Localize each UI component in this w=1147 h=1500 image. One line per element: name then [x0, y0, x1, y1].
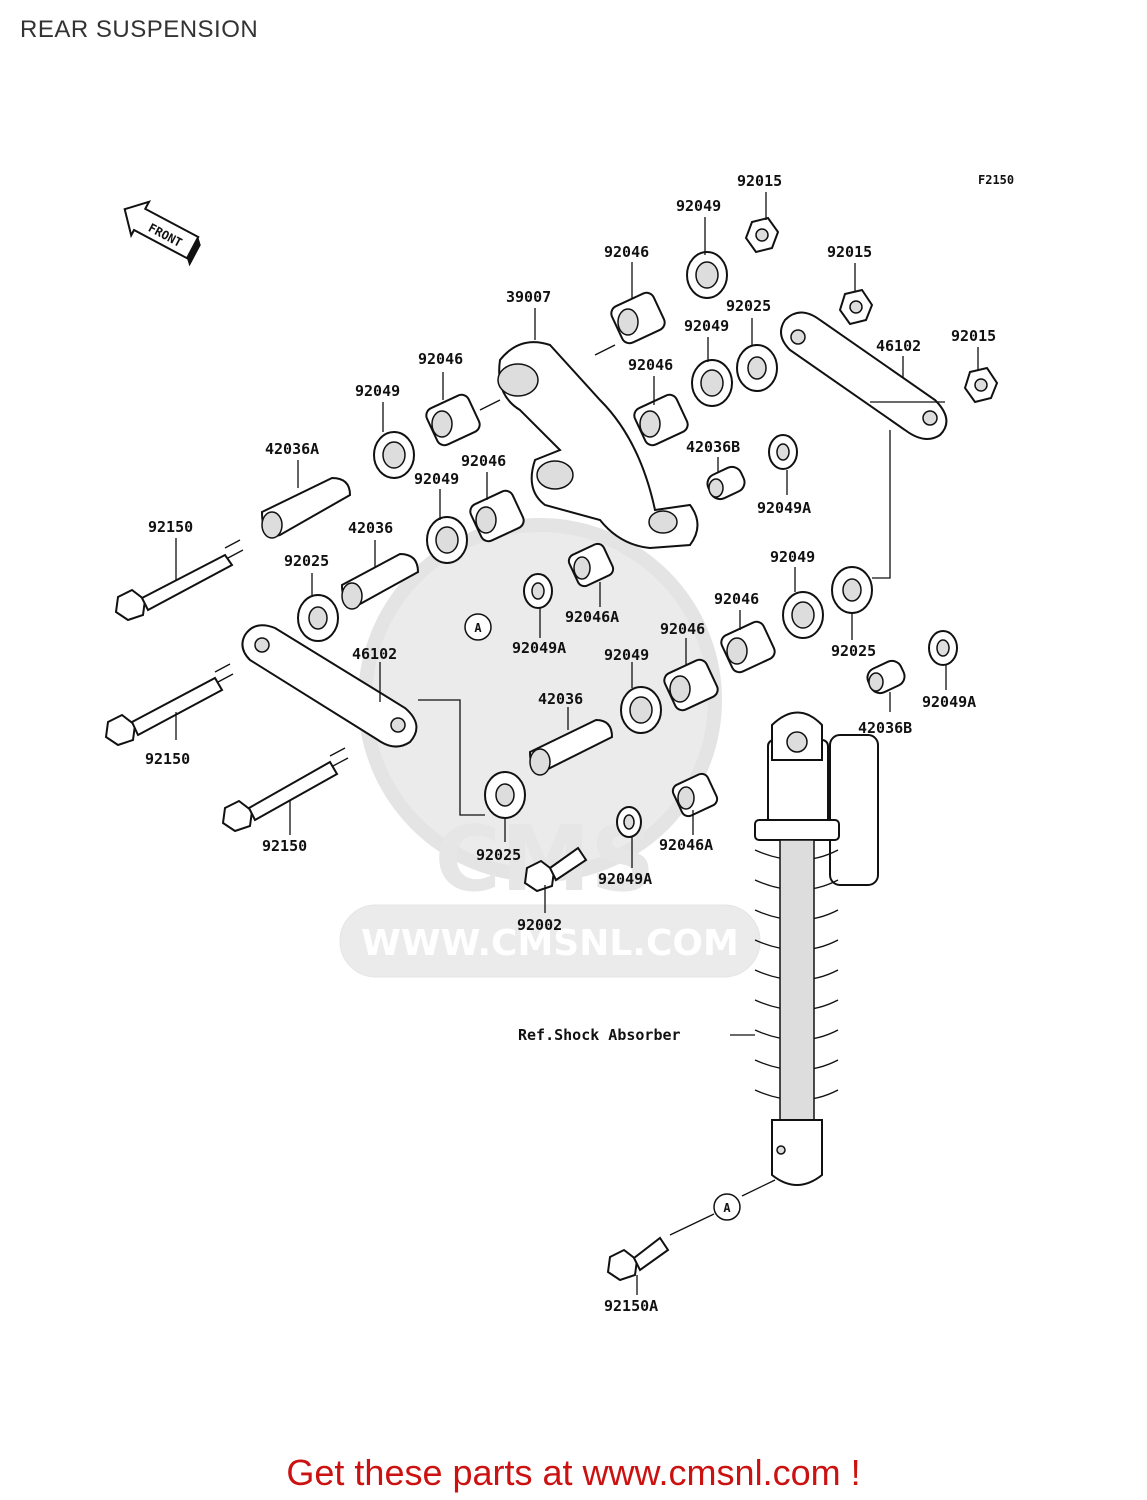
rocker-arm-39007 [497, 341, 699, 550]
seal-92049a-b [523, 573, 553, 609]
label-92049a-d: 92049A [598, 870, 652, 888]
collar-42036a [260, 476, 352, 539]
seal-92049a-c [928, 630, 958, 666]
washer-92025-d [484, 771, 526, 819]
tie-rod-46102-left [241, 624, 418, 748]
bolt-92150-a [114, 539, 244, 622]
seal-92049-d [426, 516, 468, 564]
collar-42036b-a [706, 465, 746, 501]
label-46102-top: 46102 [876, 337, 921, 355]
bearing-92046-a [610, 291, 666, 345]
label-42036-b: 42036 [538, 690, 583, 708]
label-92002: 92002 [517, 916, 562, 934]
label-92046-d: 92046 [461, 452, 506, 470]
seal-92049a-a [768, 434, 798, 470]
label-42036-a: 42036 [348, 519, 393, 537]
watermark-url: WWW.CMSNL.COM [361, 923, 739, 964]
bolt-92150a [606, 1236, 670, 1282]
callout-a-1-label: A [474, 621, 482, 635]
rear-suspension-diagram: CMS WWW.CMSNL.COM FRONT F2150 [104, 172, 1014, 1315]
bearing-92046-b [633, 393, 689, 447]
callout-a-2-label: A [723, 1201, 731, 1215]
bolt-92150-b [104, 663, 234, 747]
label-92015-a: 92015 [737, 172, 782, 190]
label-92046-b: 92046 [628, 356, 673, 374]
label-42036b-b: 42036B [858, 719, 912, 737]
nut-92015-c [963, 366, 999, 404]
bearing-92046-e [720, 620, 776, 674]
label-92049-a: 92049 [676, 197, 721, 215]
seal-92049-f [620, 686, 662, 734]
page-title: REAR SUSPENSION [20, 16, 259, 43]
bearing-92046-c [425, 393, 481, 447]
washer-92025-c [831, 566, 873, 614]
collar-42036b-b [866, 659, 906, 695]
tie-rod-46102-right [780, 311, 948, 440]
callout-a-2: A [713, 1193, 741, 1221]
label-92046a-a: 92046A [565, 608, 619, 626]
seal-92049-c [373, 431, 415, 479]
shock-absorber [754, 711, 879, 1186]
label-92049-f: 92049 [604, 646, 649, 664]
label-92049a-b: 92049A [512, 639, 566, 657]
label-92046-f: 92046 [660, 620, 705, 638]
label-92025-b: 92025 [284, 552, 329, 570]
washer-92025-b [297, 594, 339, 642]
label-92015-b: 92015 [827, 243, 872, 261]
bearing-92046-f [663, 658, 719, 712]
bearing-92046a-b [671, 772, 719, 818]
label-92049-c: 92049 [355, 382, 400, 400]
callout-a-1: A [464, 613, 492, 641]
bolt-92150-c [221, 747, 349, 833]
label-92046-c: 92046 [418, 350, 463, 368]
label-92025-a: 92025 [726, 297, 771, 315]
bolt-92002 [523, 846, 588, 893]
label-92015-c: 92015 [951, 327, 996, 345]
label-42036a: 42036A [265, 440, 319, 458]
label-92025-c: 92025 [831, 642, 876, 660]
seal-92049-e [782, 591, 824, 639]
figure-code: F2150 [978, 173, 1014, 187]
label-92046-a: 92046 [604, 243, 649, 261]
label-92049a-a: 92049A [757, 499, 811, 517]
label-92046a-b: 92046A [659, 836, 713, 854]
nut-92015-a [744, 216, 780, 254]
label-ref-shock: Ref.Shock Absorber [518, 1026, 681, 1044]
label-42036b-a: 42036B [686, 438, 740, 456]
leader-lines [175, 192, 979, 1295]
label-92046-e: 92046 [714, 590, 759, 608]
label-92049a-c: 92049A [922, 693, 976, 711]
seal-92049a-d [616, 806, 642, 838]
bearing-92046a-a [567, 542, 615, 588]
label-39007: 39007 [506, 288, 551, 306]
label-92025-d: 92025 [476, 846, 521, 864]
bearing-92046-d [469, 489, 525, 543]
nut-92015-b [838, 288, 874, 326]
label-92049-d: 92049 [414, 470, 459, 488]
collar-42036-a [340, 552, 420, 610]
label-92150-a: 92150 [148, 518, 193, 536]
footer-link[interactable]: Get these parts at www.cmsnl.com ! [286, 1452, 861, 1493]
seal-92049-b [691, 359, 733, 407]
front-arrow-icon: FRONT [123, 200, 201, 267]
label-92049-e: 92049 [770, 548, 815, 566]
label-46102-left: 46102 [352, 645, 397, 663]
label-92150-c: 92150 [262, 837, 307, 855]
washer-92025-a [736, 344, 778, 392]
collar-42036-b [528, 718, 614, 776]
label-92150-b: 92150 [145, 750, 190, 768]
seal-92049-a [686, 251, 728, 299]
label-92150a: 92150A [604, 1297, 658, 1315]
label-92049-b: 92049 [684, 317, 729, 335]
